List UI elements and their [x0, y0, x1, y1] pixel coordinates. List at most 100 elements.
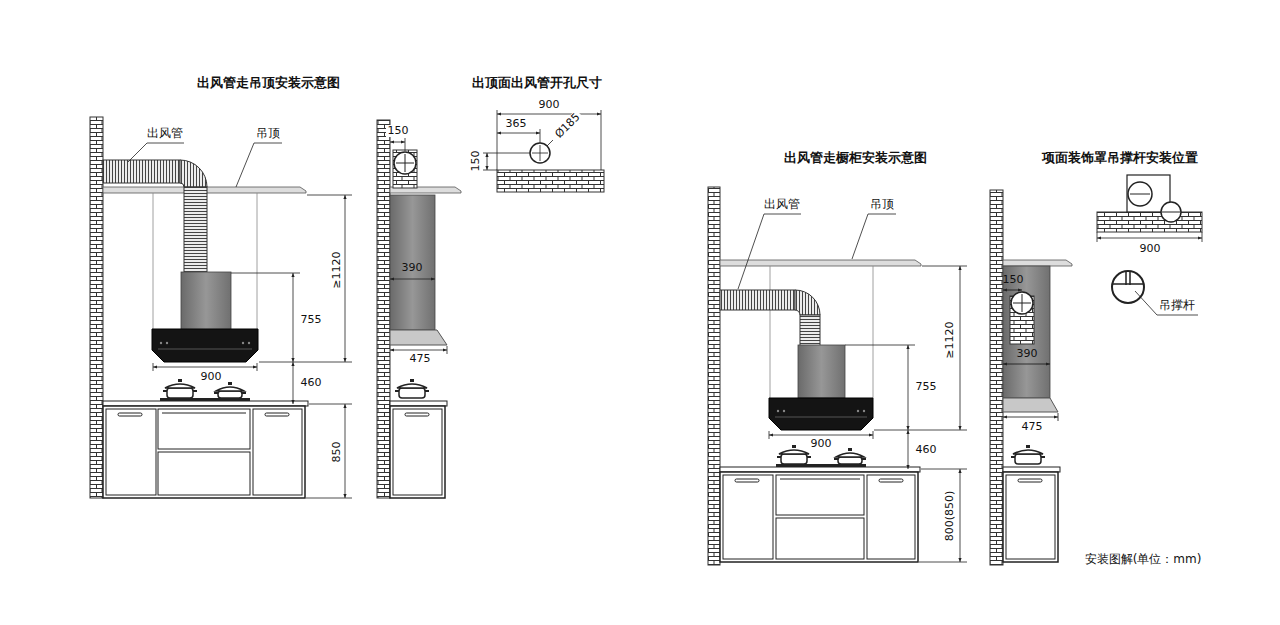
flex-duct	[103, 160, 207, 273]
dimension-lines	[497, 133, 540, 134]
dimension-lines	[153, 195, 352, 498]
hood	[769, 398, 873, 430]
dimension: 475	[1020, 421, 1045, 433]
cabinet	[1018, 479, 1042, 482]
brick-wall	[90, 117, 103, 498]
dimension-lines	[908, 430, 909, 469]
cabinet	[253, 409, 302, 495]
support-rod-plan	[1162, 212, 1180, 213]
dimension: 150	[386, 125, 411, 137]
cooktop	[103, 379, 308, 406]
cabinet	[780, 479, 860, 480]
support-rod-detail	[1135, 291, 1198, 315]
hood	[769, 398, 873, 430]
chimney	[181, 272, 231, 330]
cabinet	[103, 406, 305, 498]
part-label: 吊顶	[868, 198, 896, 211]
hood	[166, 342, 168, 344]
dimension: 755	[914, 381, 939, 393]
dimension: 800(850)	[944, 489, 956, 544]
ceiling	[720, 260, 921, 266]
dimension-lines	[908, 345, 909, 430]
part-label: 出风管	[762, 198, 802, 211]
dimension-lines	[769, 266, 967, 562]
dimension: ≥1120	[944, 319, 956, 360]
view-title: 出顶面出风管开孔尺寸	[470, 76, 604, 90]
support-rod-plan	[1097, 212, 1202, 232]
brick-wall	[990, 190, 1003, 565]
dimension-lines	[390, 142, 405, 143]
brick-wall	[708, 187, 720, 565]
ceiling	[1003, 260, 1072, 266]
cabinet	[735, 479, 759, 482]
cabinet	[776, 518, 864, 559]
leader-lines	[128, 143, 282, 187]
dimension: 460	[299, 377, 324, 389]
hood	[242, 342, 244, 344]
opening-plan	[532, 145, 548, 161]
duct-opening	[396, 154, 414, 172]
cabinet	[390, 406, 445, 498]
part-label: 出风管	[145, 127, 185, 140]
brick-wall	[990, 190, 1003, 565]
chimney	[1011, 292, 1033, 314]
dimension-lines	[1097, 238, 1202, 239]
dimension-lines	[497, 114, 601, 115]
dimension-lines	[960, 266, 961, 430]
cooktop	[1003, 445, 1060, 472]
hood-side	[1003, 398, 1058, 412]
dimension: 900	[1138, 243, 1163, 255]
dimension-lines	[153, 363, 257, 371]
cabinet	[867, 475, 915, 559]
hood	[857, 410, 859, 412]
cabinet	[265, 413, 289, 416]
chimney	[798, 345, 845, 398]
dimension-lines	[487, 153, 488, 170]
dimension-lines	[390, 279, 435, 280]
support-rod-detail	[1112, 271, 1144, 303]
hood	[775, 417, 867, 418]
dimension-lines	[845, 266, 967, 562]
flex-duct	[180, 160, 207, 187]
support-rod-detail	[1113, 271, 1143, 285]
dimension-lines	[153, 367, 257, 368]
guide-lines	[770, 266, 873, 398]
cooktop	[214, 382, 246, 398]
hood	[152, 329, 258, 362]
cabinet	[158, 409, 250, 449]
dimension-lines	[1097, 232, 1202, 242]
dimension-lines	[483, 153, 530, 170]
support-rod-plan	[1128, 182, 1152, 206]
dimension-lines	[960, 469, 961, 562]
view-title: 出风管走橱柜安装示意图	[782, 151, 929, 165]
dimension-lines	[390, 138, 447, 354]
dimension: 390	[1015, 348, 1040, 360]
support-rod-plan	[1130, 194, 1150, 195]
hood-side	[1003, 398, 1058, 412]
ceiling	[1003, 260, 1072, 266]
cabinet	[162, 413, 246, 414]
dimension-lines	[1097, 232, 1202, 242]
brick-wall	[708, 187, 720, 565]
hood	[783, 410, 785, 412]
flex-duct	[184, 187, 207, 273]
chimney	[181, 272, 231, 330]
guide-lines	[770, 266, 873, 398]
dimension-lines	[1003, 290, 1058, 421]
dimension: 390	[400, 262, 425, 274]
chimney	[798, 345, 845, 398]
unit-note: 安装图解(单位：mm)	[1083, 553, 1204, 566]
ceiling	[720, 260, 921, 266]
brick-wall	[377, 120, 390, 498]
dimension-lines	[345, 195, 346, 362]
cabinet	[776, 475, 864, 515]
dimension-lines	[483, 110, 601, 170]
dimension-lines	[231, 195, 352, 498]
leader-lines	[128, 143, 184, 162]
dimension: 900	[537, 99, 562, 111]
cabinet	[158, 452, 250, 495]
cooktop	[163, 379, 197, 398]
dimension-lines	[1003, 290, 1022, 291]
